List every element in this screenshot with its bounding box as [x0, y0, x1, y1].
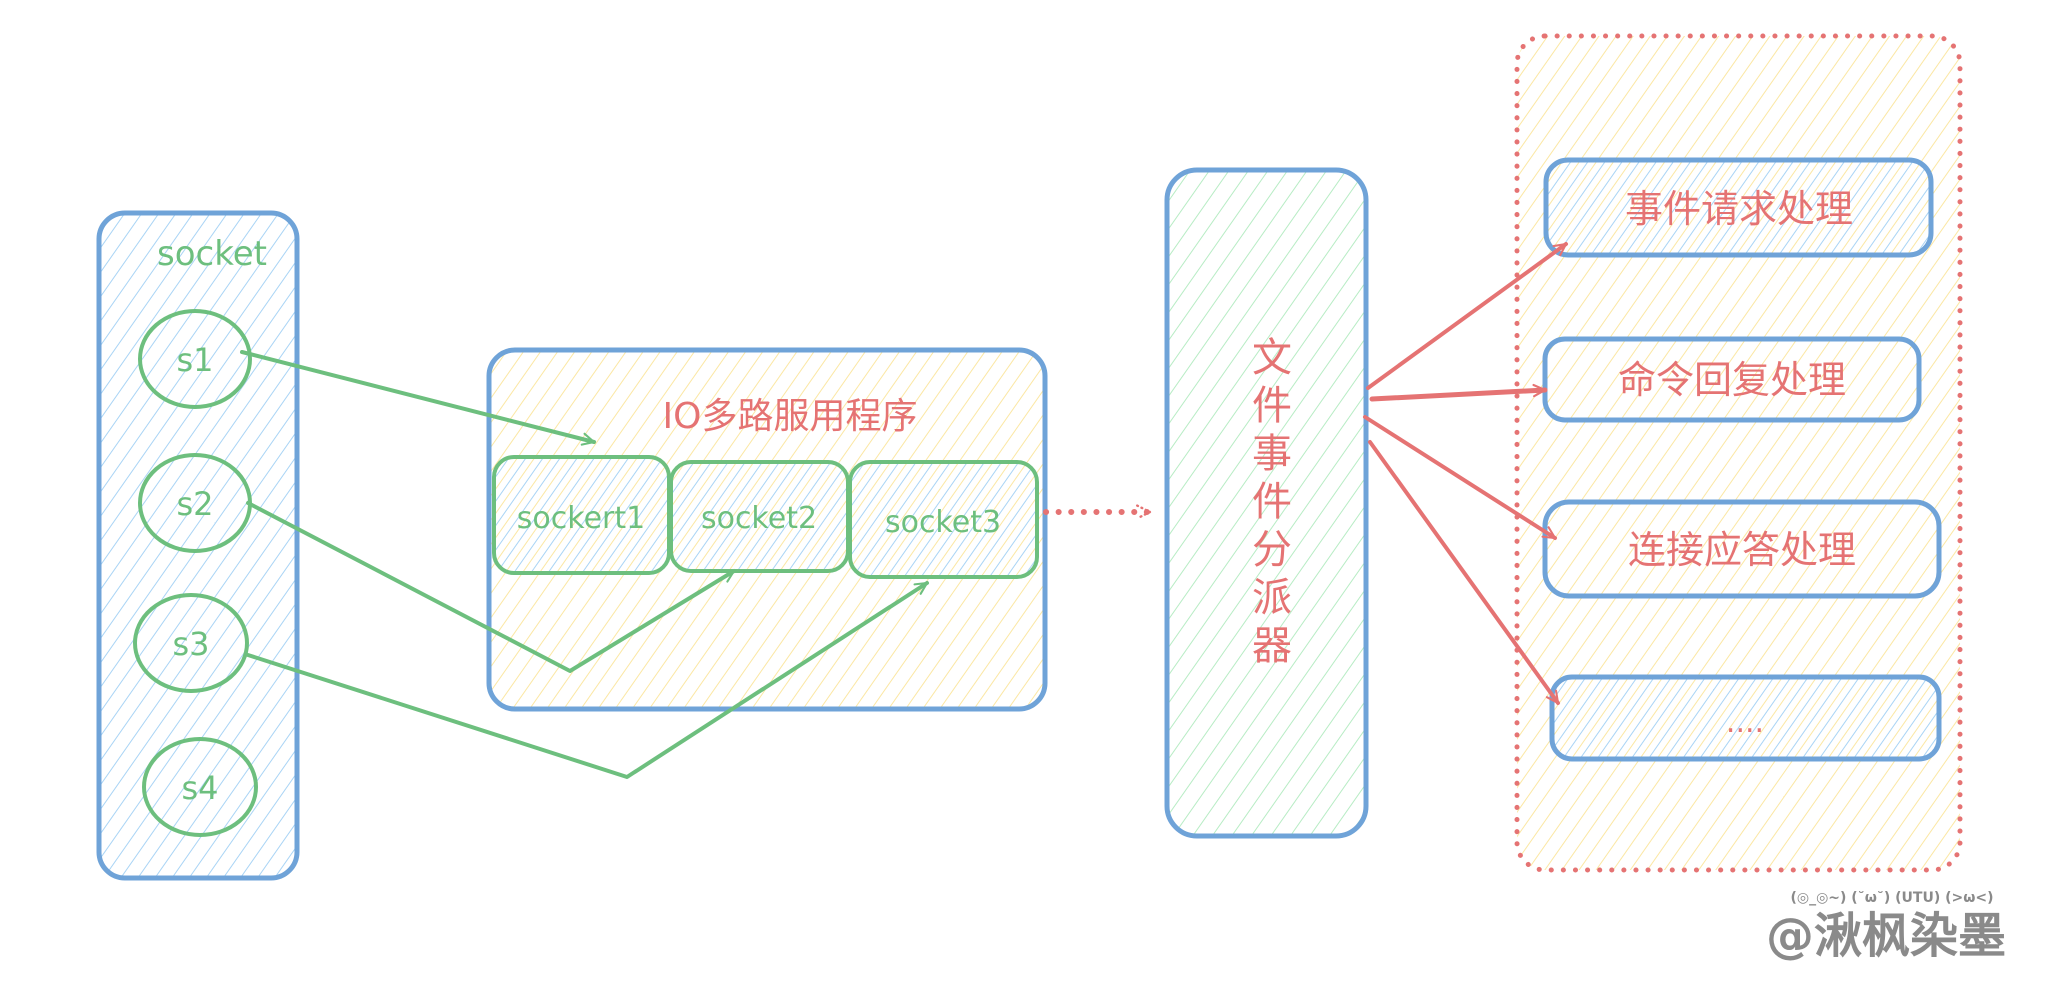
arrow-to-event-request — [1366, 242, 1568, 390]
queue-item-socket2: socket2 — [669, 460, 850, 573]
handler-box — [1542, 336, 1922, 423]
arrow-to-command-reply — [1369, 390, 1548, 402]
handler-label: .... — [1726, 705, 1764, 740]
handler-connection-accept: 连接应答处理 — [1542, 499, 1942, 599]
socket-label: s3 — [172, 625, 209, 663]
dispatch-arrows — [1363, 242, 1568, 705]
handler-event-request: 事件请求处理 — [1543, 157, 1934, 258]
event-handlers-group: 事件请求处理 命令回复处理 连接应答处理 .... — [1514, 33, 1963, 873]
io-multiplexer: IO多路服用程序 sockert1 socket2 socket3 — [486, 347, 1048, 712]
socket-group-box — [96, 210, 300, 881]
socket-label: s4 — [181, 769, 218, 807]
watermark: (◎_◎~) (˘ω˘) (UTU) (>ω<) @湫枫染墨 — [1766, 890, 2006, 964]
queue-item-box — [848, 460, 1039, 579]
arrow-s3-to-socket3 — [246, 581, 929, 779]
arrow-to-connection-accept — [1363, 415, 1557, 540]
dispatcher-label: 文件事件分派器 — [1252, 335, 1292, 669]
handler-label: 命令回复处理 — [1618, 358, 1846, 402]
socket-group-title: socket — [157, 234, 267, 274]
io-multiplexer-title: IO多路服用程序 — [663, 396, 918, 437]
queue-item-label: socket3 — [885, 505, 1001, 540]
dispatcher-box — [1164, 167, 1369, 839]
socket-s3: s3 — [133, 593, 249, 693]
file-event-dispatcher — [1164, 167, 1369, 839]
queue-item-sockert1: sockert1 — [492, 455, 671, 575]
queue-item-label: socket2 — [701, 501, 817, 536]
arrow-s1-to-queue — [240, 350, 594, 442]
watermark-emoticons: (◎_◎~) (˘ω˘) (UTU) (>ω<) — [1790, 890, 1993, 906]
socket-s4: s4 — [142, 737, 258, 837]
socket-s1: s1 — [138, 309, 252, 409]
socket-circle — [142, 737, 258, 837]
socket-label: s1 — [176, 341, 213, 379]
socket-arrows — [240, 350, 929, 779]
queue-item-label: sockert1 — [517, 501, 645, 536]
socket-label: s2 — [176, 485, 213, 523]
watermark-author: @湫枫染墨 — [1766, 908, 2006, 964]
queue-item-socket3: socket3 — [848, 460, 1039, 579]
handler-more: .... — [1549, 674, 1942, 762]
handler-command-reply: 命令回复处理 — [1542, 336, 1922, 423]
handler-label: 连接应答处理 — [1628, 528, 1856, 572]
handler-label: 事件请求处理 — [1625, 187, 1853, 231]
socket-group: socket s1 s2 s3 s4 — [96, 210, 300, 881]
handler-box — [1549, 674, 1942, 762]
handler-box — [1542, 499, 1942, 599]
handler-box — [1543, 157, 1934, 258]
arrow-to-more-handlers — [1368, 440, 1560, 705]
arrow-s2-to-socket2 — [246, 501, 734, 673]
socket-circle — [138, 309, 252, 409]
socket-circle — [133, 593, 249, 693]
